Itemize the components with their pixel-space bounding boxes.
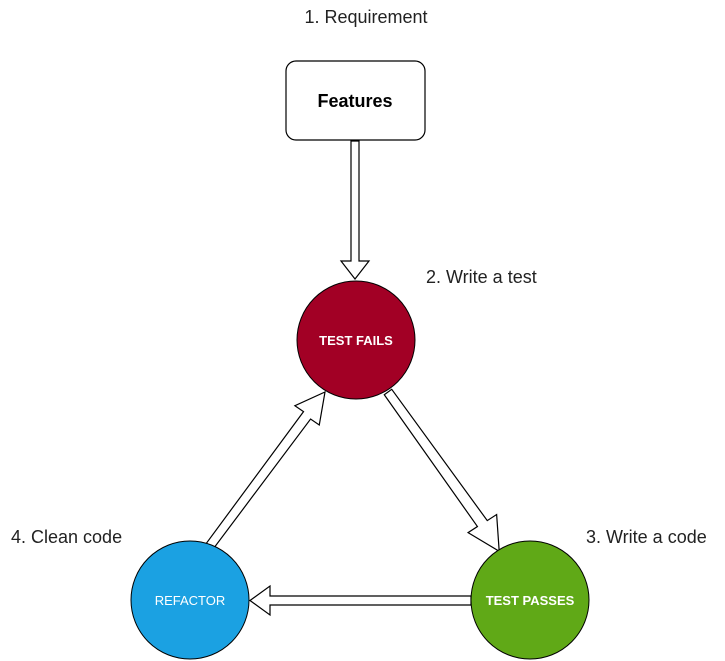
arrow-test-passes-to-refactor: [248, 584, 472, 617]
step-label-write-test: 2. Write a test: [426, 267, 537, 287]
step-label-clean-code: 4. Clean code: [11, 527, 122, 547]
test-fails-node: [296, 280, 416, 400]
step-label-write-code: 3. Write a code: [586, 527, 707, 547]
arrow-refactor-to-test-fails: [203, 390, 326, 552]
refactor-label: REFACTOR: [155, 593, 226, 608]
arrow-features-to-test-fails: [339, 140, 371, 280]
test-passes-label: TEST PASSES: [486, 593, 575, 608]
step-label-requirement: 1. Requirement: [304, 7, 427, 27]
arrow-test-fails-to-test-passes: [383, 388, 500, 553]
test-passes-node: [470, 540, 590, 660]
test-fails-label: TEST FAILS: [319, 333, 393, 348]
features-box: [285, 60, 426, 141]
refactor-node: [130, 540, 250, 660]
features-label: Features: [317, 91, 392, 111]
